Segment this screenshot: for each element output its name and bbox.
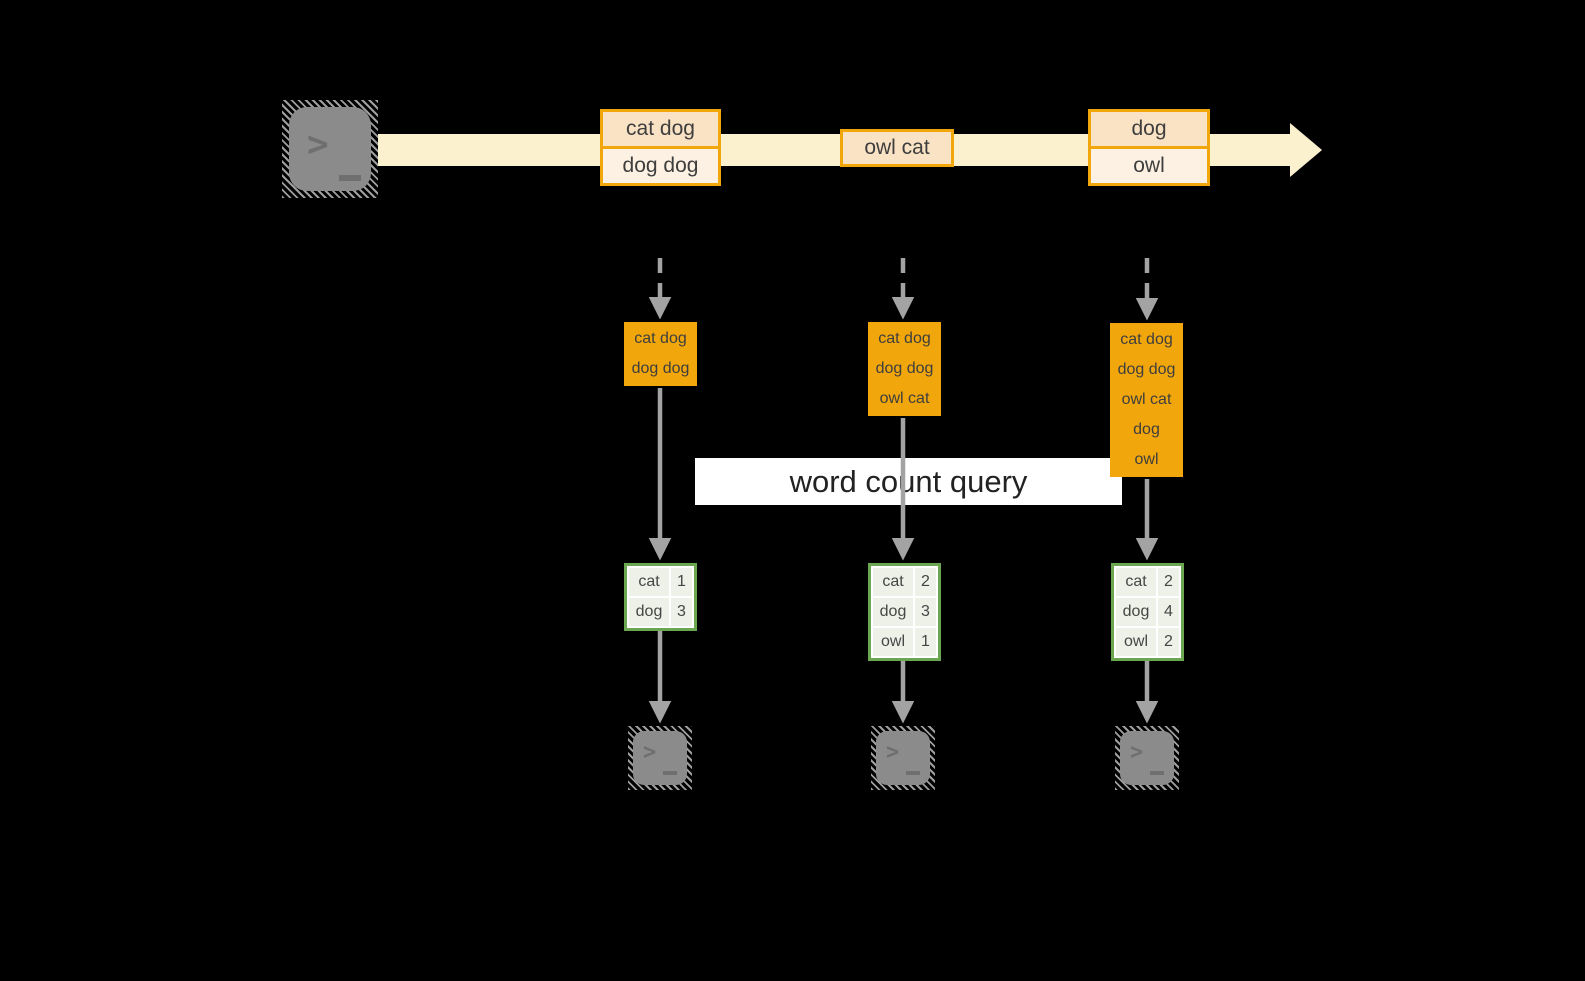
terminal-screen: > (289, 107, 371, 191)
buffer-record: cat dog (1120, 331, 1173, 348)
count-word: cat (629, 568, 669, 596)
terminal-sink-1-icon: > (628, 726, 692, 790)
count-word: dog (629, 598, 669, 626)
count-value: 2 (1158, 628, 1179, 656)
micro-batch-buffer-1: cat dog dog dog (624, 322, 697, 386)
prompt-chevron-icon: > (886, 740, 900, 765)
terminal-sink-3-icon: > (1115, 726, 1179, 790)
count-table-2: cat 2 dog 3 owl 1 (868, 563, 941, 661)
prompt-underscore-icon (339, 175, 361, 181)
buffer-record: dog dog (1117, 361, 1176, 378)
count-word: cat (1116, 568, 1156, 596)
count-value: 3 (915, 598, 936, 626)
count-value: 3 (671, 598, 692, 626)
buffer-record: dog dog (875, 360, 934, 377)
terminal-screen: > (633, 731, 687, 785)
stream-batch-3: dog owl (1088, 109, 1210, 186)
buffer-record: owl cat (1121, 391, 1172, 408)
stream-batch-1: cat dog dog dog (600, 109, 721, 186)
prompt-underscore-icon (1150, 771, 1164, 775)
count-value: 2 (1158, 568, 1179, 596)
stream-record: owl cat (843, 132, 951, 164)
count-value: 1 (915, 628, 936, 656)
stream-record: dog dog (603, 149, 718, 183)
buffer-record: owl (1134, 451, 1159, 468)
count-table-3: cat 2 dog 4 owl 2 (1111, 563, 1184, 661)
buffer-record: cat dog (634, 330, 687, 347)
query-banner: word count query (695, 458, 1122, 505)
terminal-sink-2-icon: > (871, 726, 935, 790)
count-table-1: cat 1 dog 3 (624, 563, 697, 631)
prompt-underscore-icon (906, 771, 920, 775)
micro-batch-buffer-3: cat dog dog dog owl cat dog owl (1110, 323, 1183, 477)
count-word: dog (1116, 598, 1156, 626)
stream-batch-2: owl cat (840, 129, 954, 167)
count-value: 4 (1158, 598, 1179, 626)
prompt-underscore-icon (663, 771, 677, 775)
count-value: 1 (671, 568, 692, 596)
buffer-record: cat dog (878, 330, 931, 347)
terminal-source-icon: > (282, 100, 378, 198)
count-word: owl (1116, 628, 1156, 656)
count-word: cat (873, 568, 913, 596)
count-word: owl (873, 628, 913, 656)
buffer-record: owl cat (879, 390, 930, 407)
count-value: 2 (915, 568, 936, 596)
stream-record: owl (1091, 149, 1207, 183)
micro-batch-buffer-2: cat dog dog dog owl cat (868, 322, 941, 416)
terminal-screen: > (1120, 731, 1174, 785)
terminal-screen: > (876, 731, 930, 785)
buffer-record: dog dog (631, 360, 690, 377)
prompt-chevron-icon: > (643, 740, 657, 765)
stream-arrowhead-icon (1290, 123, 1322, 177)
stream-record: cat dog (603, 112, 718, 146)
prompt-chevron-icon: > (1130, 740, 1144, 765)
buffer-record: dog (1133, 421, 1160, 438)
count-word: dog (873, 598, 913, 626)
stream-record: dog (1091, 112, 1207, 146)
prompt-chevron-icon: > (307, 124, 329, 165)
